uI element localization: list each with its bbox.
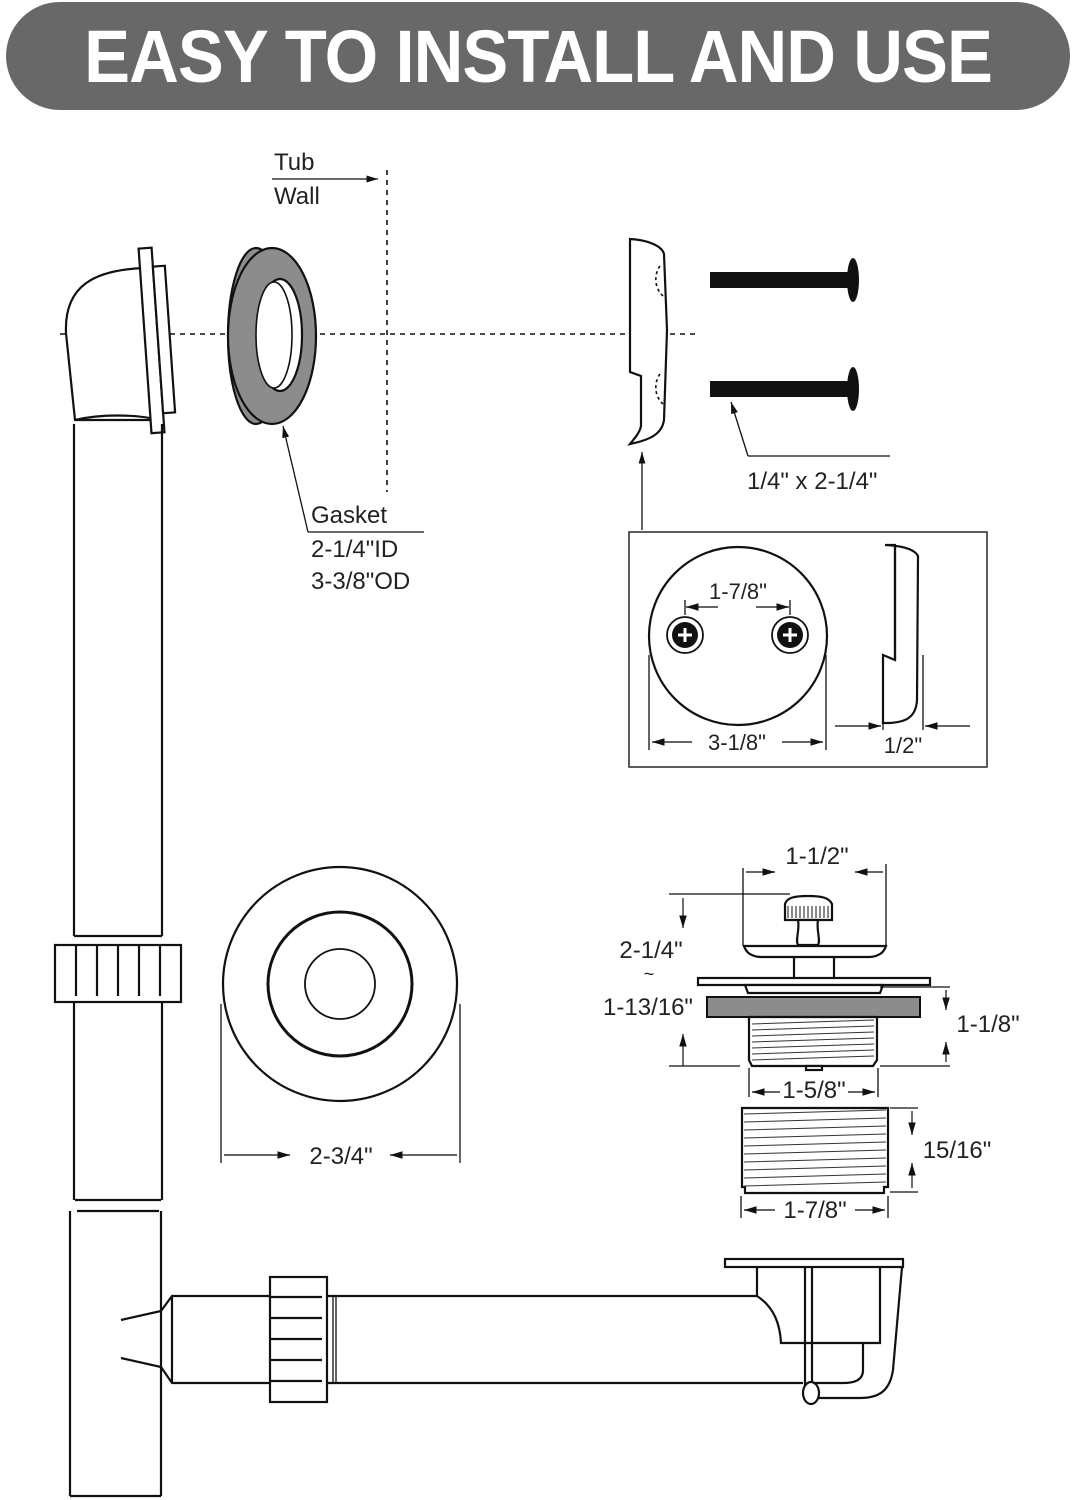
screw-callout: 1/4" x 2-1/4" bbox=[730, 401, 890, 495]
stopper-body-height-label: 1-1/8" bbox=[956, 1011, 1019, 1038]
horizontal-drain-pipe bbox=[120, 1257, 905, 1406]
adapter-height-label: 15/16" bbox=[923, 1137, 992, 1164]
gasket-od-label: 3-3/8"OD bbox=[311, 568, 410, 595]
drain-flange: 2-3/4" bbox=[220, 865, 461, 1170]
screw-head-right bbox=[771, 616, 809, 654]
banner-title: EASY TO INSTALL AND USE bbox=[84, 14, 993, 98]
tub-label: Tub bbox=[274, 149, 314, 176]
screw-top bbox=[710, 258, 859, 302]
flange-diameter-label: 2-3/4" bbox=[309, 1143, 372, 1170]
plate-diameter-label: 3-1/8" bbox=[708, 730, 766, 755]
gasket-callout: Gasket 2-1/4"ID 3-3/8"OD bbox=[282, 425, 424, 595]
thread-adapter: 15/16" 1-7/8" bbox=[740, 1106, 992, 1224]
screw-bottom bbox=[710, 367, 859, 411]
screw-head-left bbox=[666, 616, 704, 654]
stopper-max-height-label: 2-1/4" bbox=[619, 937, 682, 964]
screw-size-label: 1/4" x 2-1/4" bbox=[747, 468, 877, 495]
overflow-plate-side bbox=[627, 237, 669, 530]
overflow-elbow bbox=[64, 246, 177, 435]
adapter-width-label: 1-7/8" bbox=[783, 1197, 846, 1224]
gasket bbox=[226, 246, 318, 426]
overflow-plate-front bbox=[647, 545, 829, 727]
stopper-min-height-label: 1-13/16" bbox=[603, 994, 693, 1021]
overflow-plate-profile bbox=[881, 543, 920, 725]
tub-wall-label: Tub Wall bbox=[272, 149, 378, 210]
gasket-id-label: 2-1/4"ID bbox=[311, 536, 398, 563]
stopper-gasket bbox=[706, 996, 921, 1018]
vertical-overflow-pipe bbox=[53, 424, 183, 1498]
wall-label: Wall bbox=[274, 183, 320, 210]
stopper-cap bbox=[742, 944, 888, 959]
drain-shoe-flange bbox=[723, 1257, 905, 1269]
plate-thickness-label: 1/2" bbox=[884, 733, 922, 758]
lift-and-turn-stopper: 1-1/2" 2-1/4" ~ 1-13/16" 1-1/8" 1-5/ bbox=[603, 843, 1020, 1104]
stopper-width-label: 1-1/2" bbox=[785, 843, 848, 870]
hole-spacing-label: 1-7/8" bbox=[709, 579, 767, 604]
overflow-plate-detail: 1-7/8" 3-1/8" 1/2" bbox=[628, 531, 988, 768]
height-range-separator: ~ bbox=[644, 964, 655, 984]
title-banner: EASY TO INSTALL AND USE bbox=[6, 2, 1070, 110]
gasket-label: Gasket bbox=[311, 502, 387, 529]
elbow-flange-lip bbox=[151, 264, 177, 415]
stopper-thread-width-label: 1-5/8" bbox=[782, 1077, 845, 1104]
